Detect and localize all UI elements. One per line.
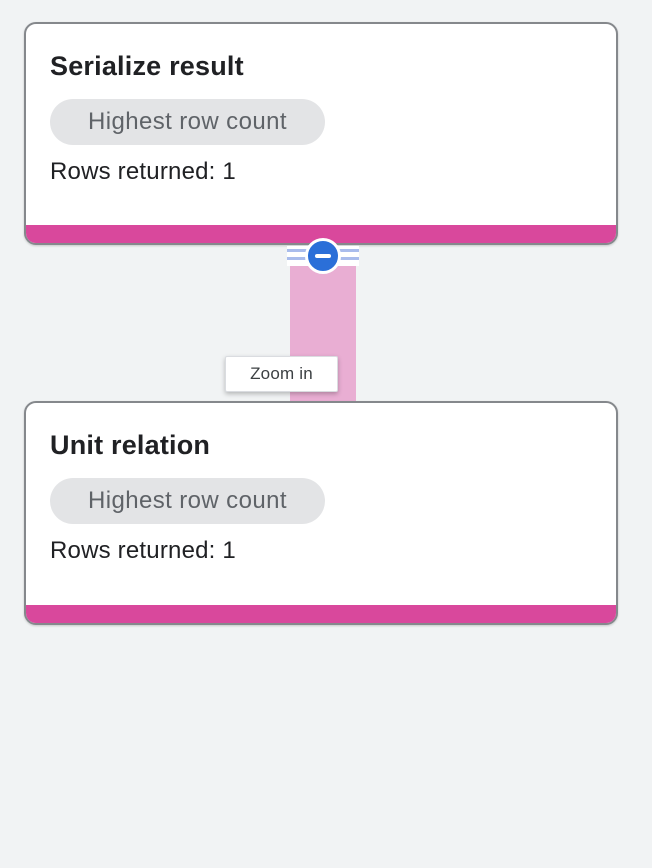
plan-node-unit-relation[interactable]: Unit relation Highest row count Rows ret… — [24, 401, 618, 625]
highest-row-count-badge: Highest row count — [50, 478, 325, 524]
rows-returned-label: Rows returned: 1 — [50, 158, 236, 185]
rows-returned-label: Rows returned: 1 — [50, 537, 236, 564]
card-accent-bar — [26, 605, 616, 623]
zoom-in-tooltip: Zoom in — [225, 356, 338, 392]
card-accent-bar — [26, 225, 616, 243]
minus-glyph — [315, 254, 331, 258]
collapse-minus-icon[interactable] — [305, 238, 341, 274]
highest-row-count-badge: Highest row count — [50, 99, 325, 145]
node-title: Serialize result — [50, 51, 244, 81]
plan-node-serialize-result[interactable]: Serialize result Highest row count Rows … — [24, 22, 618, 245]
node-title: Unit relation — [50, 430, 211, 460]
